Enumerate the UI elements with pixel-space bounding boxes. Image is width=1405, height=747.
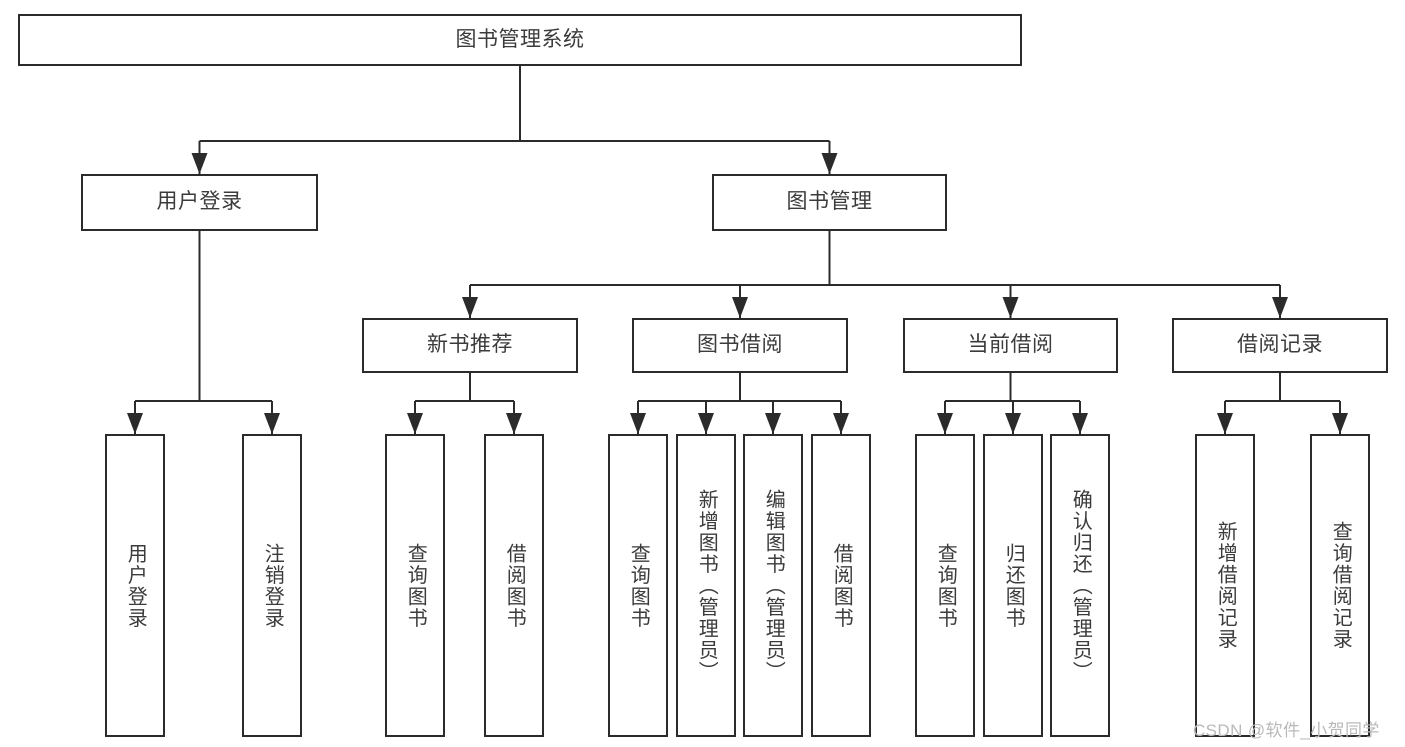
node-label: 查询图书: [627, 542, 650, 629]
node-label: 查询图书: [404, 542, 427, 629]
node-label: 借阅图书: [830, 542, 853, 629]
node-leaf-13[interactable]: 查询借阅记录: [1310, 434, 1370, 737]
node-label: 确认归还（管理员）: [1069, 488, 1092, 683]
node-leaf-1[interactable]: 用户登录: [105, 434, 165, 737]
node-label: 新增借阅记录: [1214, 521, 1237, 650]
node-label: 查询图书: [934, 542, 957, 629]
node-label: 借阅图书: [503, 542, 526, 629]
node-leaf-5[interactable]: 查询图书: [608, 434, 668, 737]
node-leaf-3[interactable]: 查询图书: [385, 434, 445, 737]
node-label: 新增图书（管理员）: [695, 488, 718, 683]
watermark: CSDN @软件_小贺同学: [1193, 721, 1380, 740]
node-leaf-2[interactable]: 注销登录: [242, 434, 302, 737]
node-book-borrow[interactable]: 图书借阅: [632, 318, 848, 373]
node-root[interactable]: 图书管理系统: [18, 14, 1022, 66]
node-borrow-record[interactable]: 借阅记录: [1172, 318, 1388, 373]
node-leaf-6[interactable]: 新增图书（管理员）: [676, 434, 736, 737]
node-label: 查询借阅记录: [1329, 521, 1352, 650]
node-new-book-rec[interactable]: 新书推荐: [362, 318, 578, 373]
node-label: 借阅记录: [1237, 333, 1323, 357]
node-label: 编辑图书（管理员）: [762, 488, 785, 683]
node-leaf-8[interactable]: 借阅图书: [811, 434, 871, 737]
node-label: 归还图书: [1002, 542, 1025, 629]
node-label: 图书管理系统: [455, 27, 585, 51]
node-leaf-10[interactable]: 归还图书: [983, 434, 1043, 737]
node-label: 新书推荐: [427, 333, 513, 357]
node-leaf-11[interactable]: 确认归还（管理员）: [1050, 434, 1110, 737]
node-label: 用户登录: [124, 542, 147, 629]
node-leaf-12[interactable]: 新增借阅记录: [1195, 434, 1255, 737]
node-label: 当前借阅: [967, 333, 1054, 357]
node-current-borrow[interactable]: 当前借阅: [903, 318, 1118, 373]
node-label: 用户登录: [156, 190, 243, 214]
node-label: 图书管理: [786, 190, 873, 214]
node-book-manage[interactable]: 图书管理: [712, 174, 947, 231]
node-leaf-9[interactable]: 查询图书: [915, 434, 975, 737]
node-label: 图书借阅: [697, 333, 783, 357]
node-user-login[interactable]: 用户登录: [81, 174, 318, 231]
node-label: 注销登录: [261, 542, 284, 629]
node-leaf-4[interactable]: 借阅图书: [484, 434, 544, 737]
node-leaf-7[interactable]: 编辑图书（管理员）: [743, 434, 803, 737]
